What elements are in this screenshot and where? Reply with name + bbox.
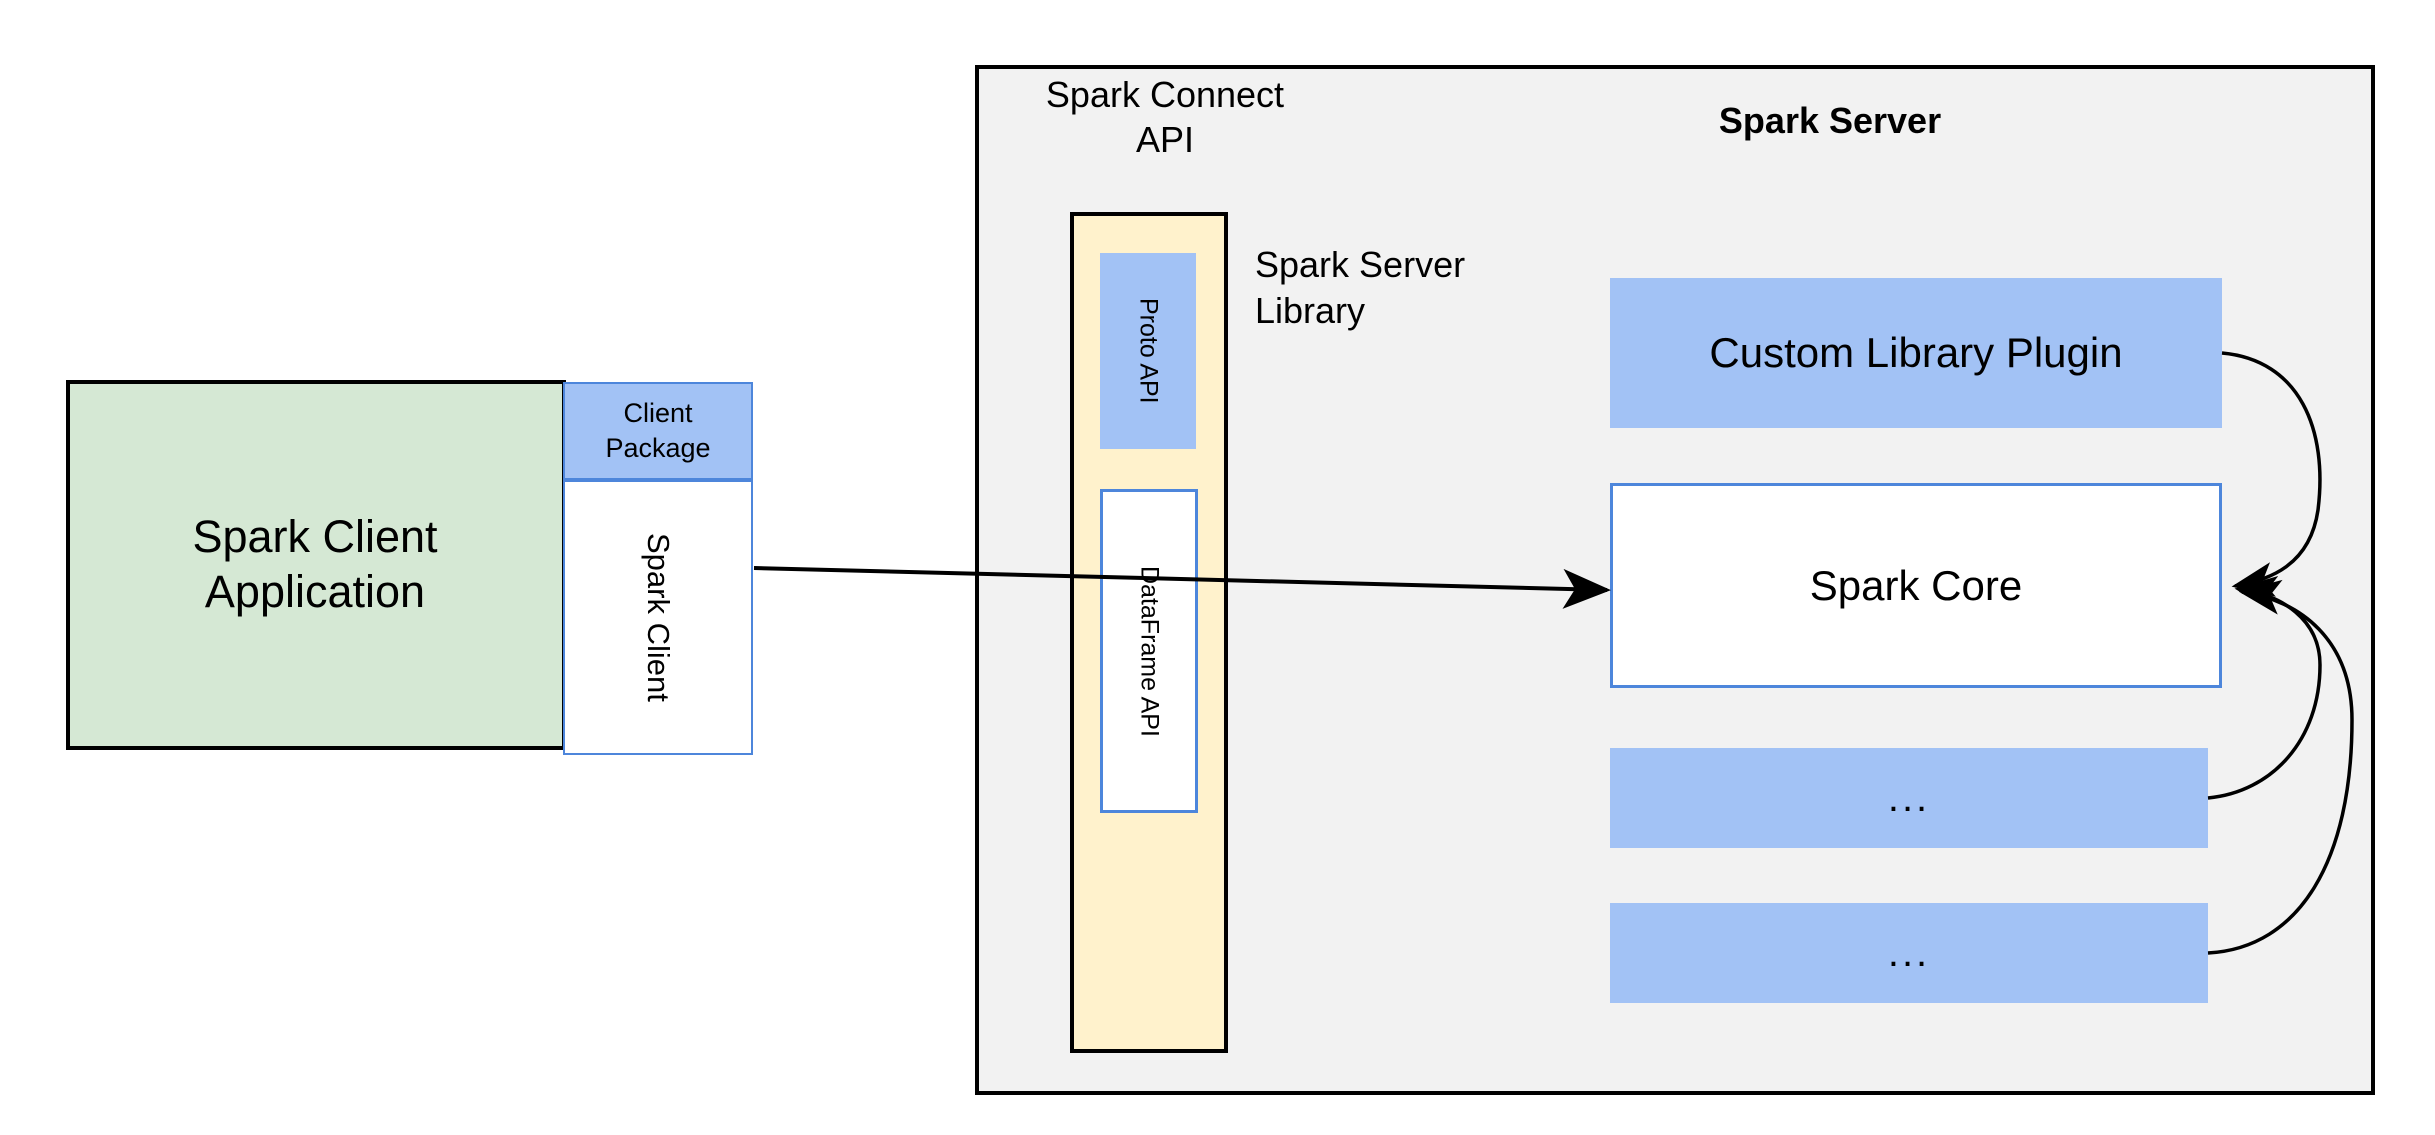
spark-connect-api-label: Spark Connect API xyxy=(1045,74,1285,160)
server-component-ellipsis-2[interactable]: ... xyxy=(1610,903,2208,1003)
spark-client-label: Spark Client xyxy=(641,533,676,702)
dataframe-api-label: DataFrame API xyxy=(1135,565,1164,737)
spark-client-application-box[interactable]: Spark Client Application xyxy=(66,380,566,750)
spark-client-box[interactable]: Spark Client xyxy=(563,480,753,755)
spark-server-title: Spark Server xyxy=(1718,100,1942,141)
proto-api-box[interactable]: Proto API xyxy=(1100,253,1196,449)
spark-client-application-label: Spark Client Application xyxy=(192,511,438,617)
server-component-ellipsis-2-label: ... xyxy=(1887,931,1931,975)
spark-server-library-label: Spark Server Library xyxy=(1255,244,1466,332)
dataframe-api-box[interactable]: DataFrame API xyxy=(1100,489,1198,813)
proto-api-label: Proto API xyxy=(1134,298,1163,404)
server-component-ellipsis-1[interactable]: ... xyxy=(1610,748,2208,848)
spark-core-label: Spark Core xyxy=(1809,561,2023,609)
spark-core-box[interactable]: Spark Core xyxy=(1610,483,2222,688)
client-package-label: Client Package xyxy=(605,398,711,463)
client-package-box[interactable]: Client Package xyxy=(563,382,753,480)
server-component-ellipsis-1-label: ... xyxy=(1887,776,1931,820)
custom-library-plugin-label: Custom Library Plugin xyxy=(1709,329,2123,376)
custom-library-plugin-box[interactable]: Custom Library Plugin xyxy=(1610,278,2222,428)
